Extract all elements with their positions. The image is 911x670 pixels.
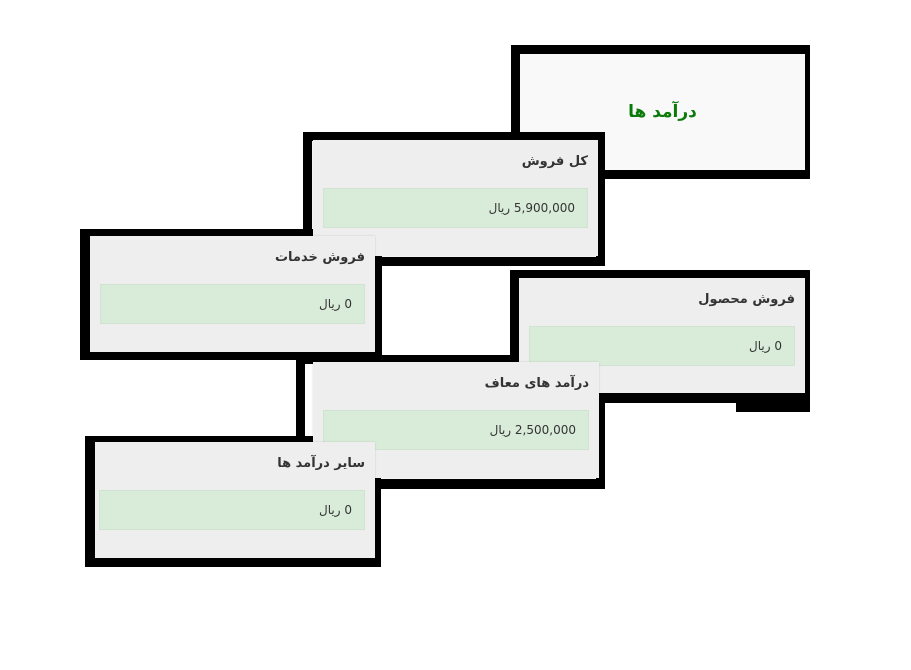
card-value: 2,500,000 ریال — [489, 423, 576, 437]
card-label: فروش محصول — [698, 292, 795, 307]
card-value-box: 5,900,000 ریال — [323, 188, 588, 228]
card-label: فروش خدمات — [274, 250, 365, 265]
card-value-box: 0 ریال — [99, 490, 365, 530]
card-value: 5,900,000 ریال — [488, 201, 575, 215]
card-label: درآمد های معاف — [484, 376, 589, 391]
card-product-sales: فروش محصول 0 ریال — [519, 278, 805, 393]
card-value: 0 ریال — [319, 503, 352, 517]
page-title: درآمد ها — [628, 102, 697, 122]
card-value: 0 ریال — [749, 339, 782, 353]
card-value-box: 0 ریال — [529, 326, 795, 366]
frame-border — [736, 400, 810, 412]
card-other-income: سایر درآمد ها 0 ریال — [95, 442, 375, 558]
card-label: کل فروش — [521, 154, 588, 169]
card-service-sales: فروش خدمات 0 ریال — [90, 236, 375, 352]
card-label: سایر درآمد ها — [277, 456, 365, 471]
card-value: 0 ریال — [319, 297, 352, 311]
card-value-box: 0 ریال — [100, 284, 365, 324]
